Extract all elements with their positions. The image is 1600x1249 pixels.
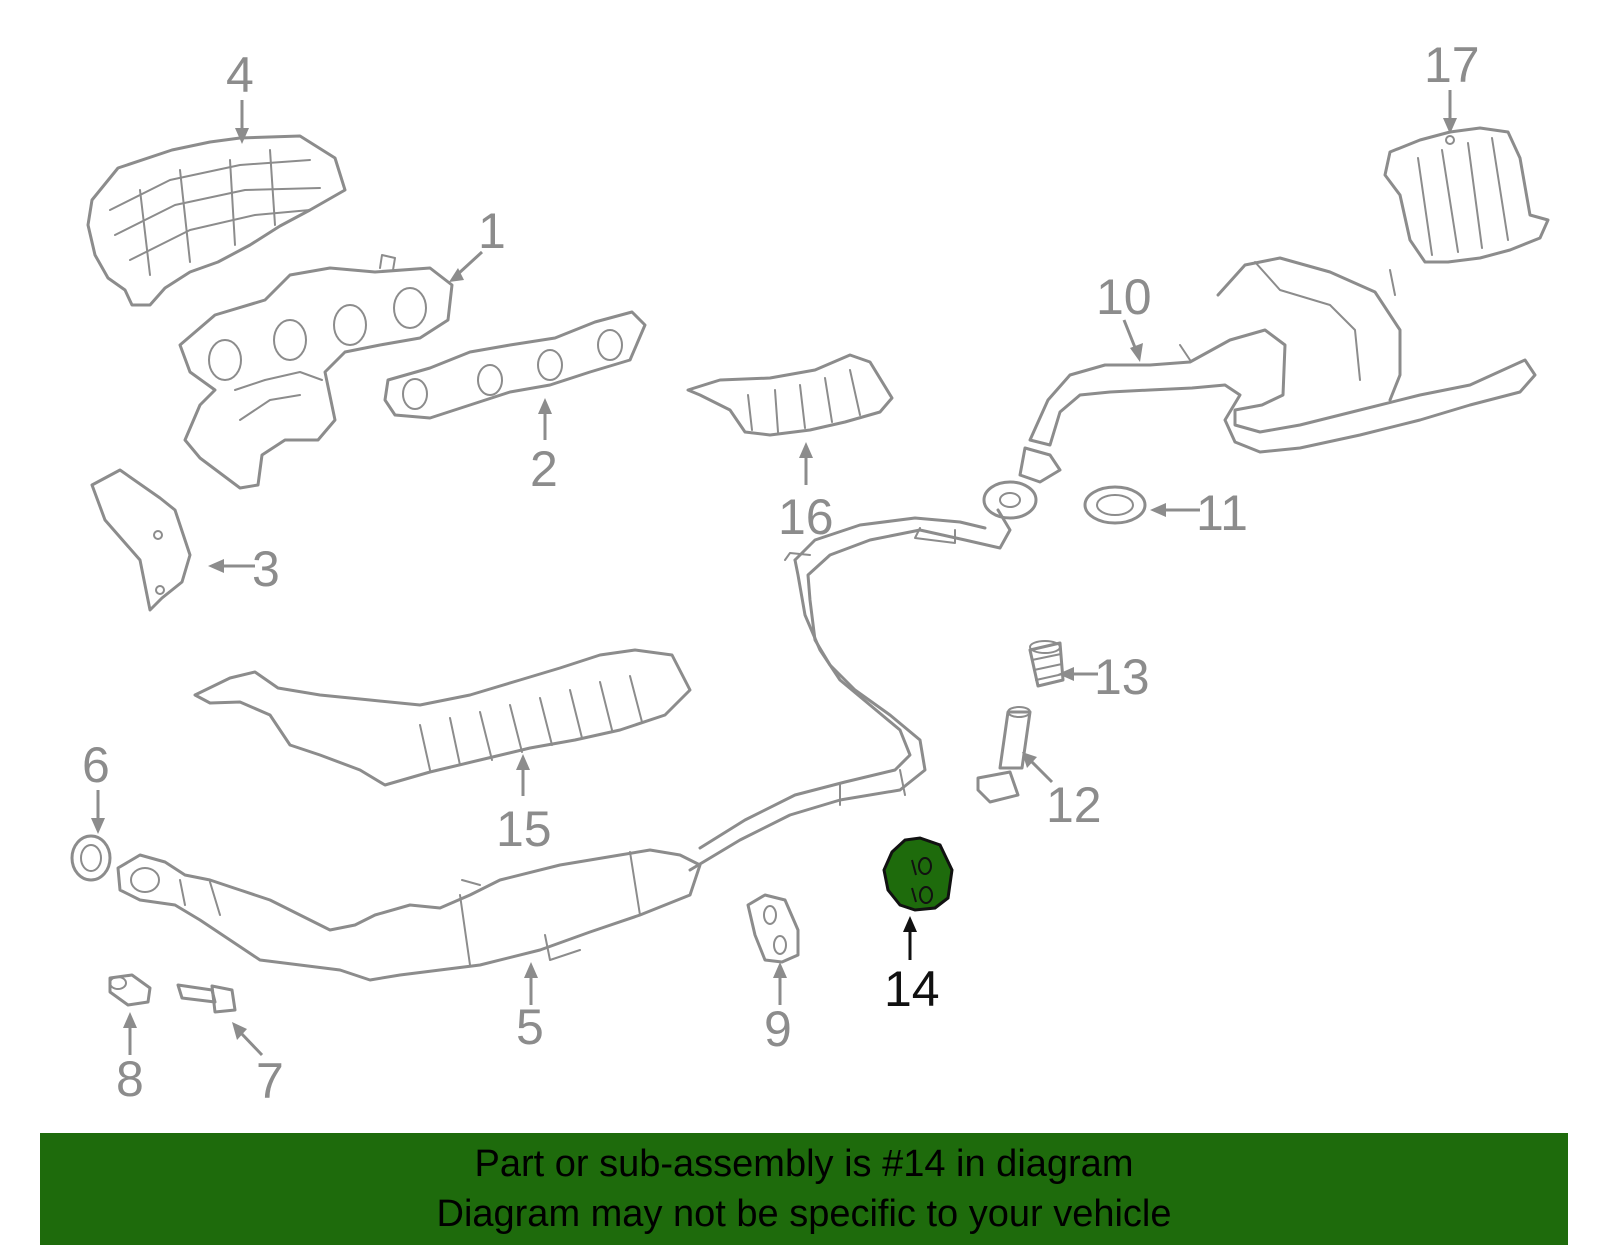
leader-11 — [1150, 503, 1200, 517]
callout-9: 9 — [764, 1001, 792, 1057]
leader-17 — [1443, 90, 1457, 134]
leader-14 — [903, 916, 917, 960]
part-15-heat-insulator[interactable] — [193, 648, 692, 787]
callout-15: 15 — [496, 801, 552, 857]
leader-4 — [235, 100, 249, 144]
callout-12: 12 — [1046, 777, 1102, 833]
part-13-spring[interactable] — [1028, 640, 1065, 688]
leader-5 — [524, 962, 538, 1005]
part-16-heat-shield[interactable] — [686, 353, 894, 437]
callout-2: 2 — [530, 441, 558, 497]
callout-11: 11 — [1196, 485, 1248, 541]
part-4-heat-insulator[interactable] — [86, 134, 347, 307]
part-6-gasket[interactable] — [70, 834, 112, 882]
leader-15 — [516, 754, 530, 796]
part-9-hanger[interactable] — [746, 893, 800, 964]
leader-7 — [232, 1022, 264, 1057]
leader-2 — [538, 398, 552, 440]
part-5-front-pipe-converter[interactable] — [116, 848, 702, 982]
callout-5: 5 — [516, 999, 544, 1055]
part-7-stud-bolt[interactable] — [176, 983, 237, 1014]
leader-3 — [208, 559, 255, 573]
leader-9 — [773, 962, 787, 1005]
part-11-gasket[interactable] — [1083, 485, 1147, 525]
leader-8 — [123, 1012, 137, 1055]
leader-10 — [1122, 319, 1143, 362]
leader-16 — [799, 442, 813, 485]
part-12-bolt[interactable] — [976, 706, 1032, 804]
callout-7: 7 — [256, 1053, 284, 1109]
leader-12 — [1022, 752, 1054, 784]
leader-13 — [1058, 667, 1098, 681]
callout-14: 14 — [884, 961, 940, 1017]
callout-6: 6 — [82, 737, 110, 793]
callout-13: 13 — [1094, 649, 1150, 705]
callout-3: 3 — [252, 541, 280, 597]
part-2-manifold-gasket[interactable] — [383, 310, 647, 420]
part-14-exhaust-hanger-highlighted[interactable] — [882, 836, 954, 912]
part-10-tailpipe-muffler[interactable] — [1018, 256, 1537, 484]
banner-line-2: Diagram may not be specific to your vehi… — [436, 1193, 1172, 1235]
leader-6 — [91, 790, 105, 834]
callout-17: 17 — [1424, 37, 1480, 93]
info-banner: Part or sub-assembly is #14 in diagram D… — [40, 1133, 1568, 1245]
part-8-nut[interactable] — [108, 973, 152, 1007]
banner-line-1: Part or sub-assembly is #14 in diagram — [474, 1143, 1134, 1185]
leader-1 — [449, 250, 484, 282]
callout-4: 4 — [226, 47, 254, 103]
part-3-bracket[interactable] — [90, 468, 192, 612]
part-17-heat-shield[interactable] — [1383, 126, 1550, 264]
center-exhaust-pipe[interactable] — [688, 480, 1038, 872]
callout-1: 1 — [478, 203, 506, 259]
part-1-exhaust-manifold[interactable] — [178, 254, 454, 490]
callout-8: 8 — [116, 1051, 144, 1107]
callout-10: 10 — [1096, 269, 1152, 325]
